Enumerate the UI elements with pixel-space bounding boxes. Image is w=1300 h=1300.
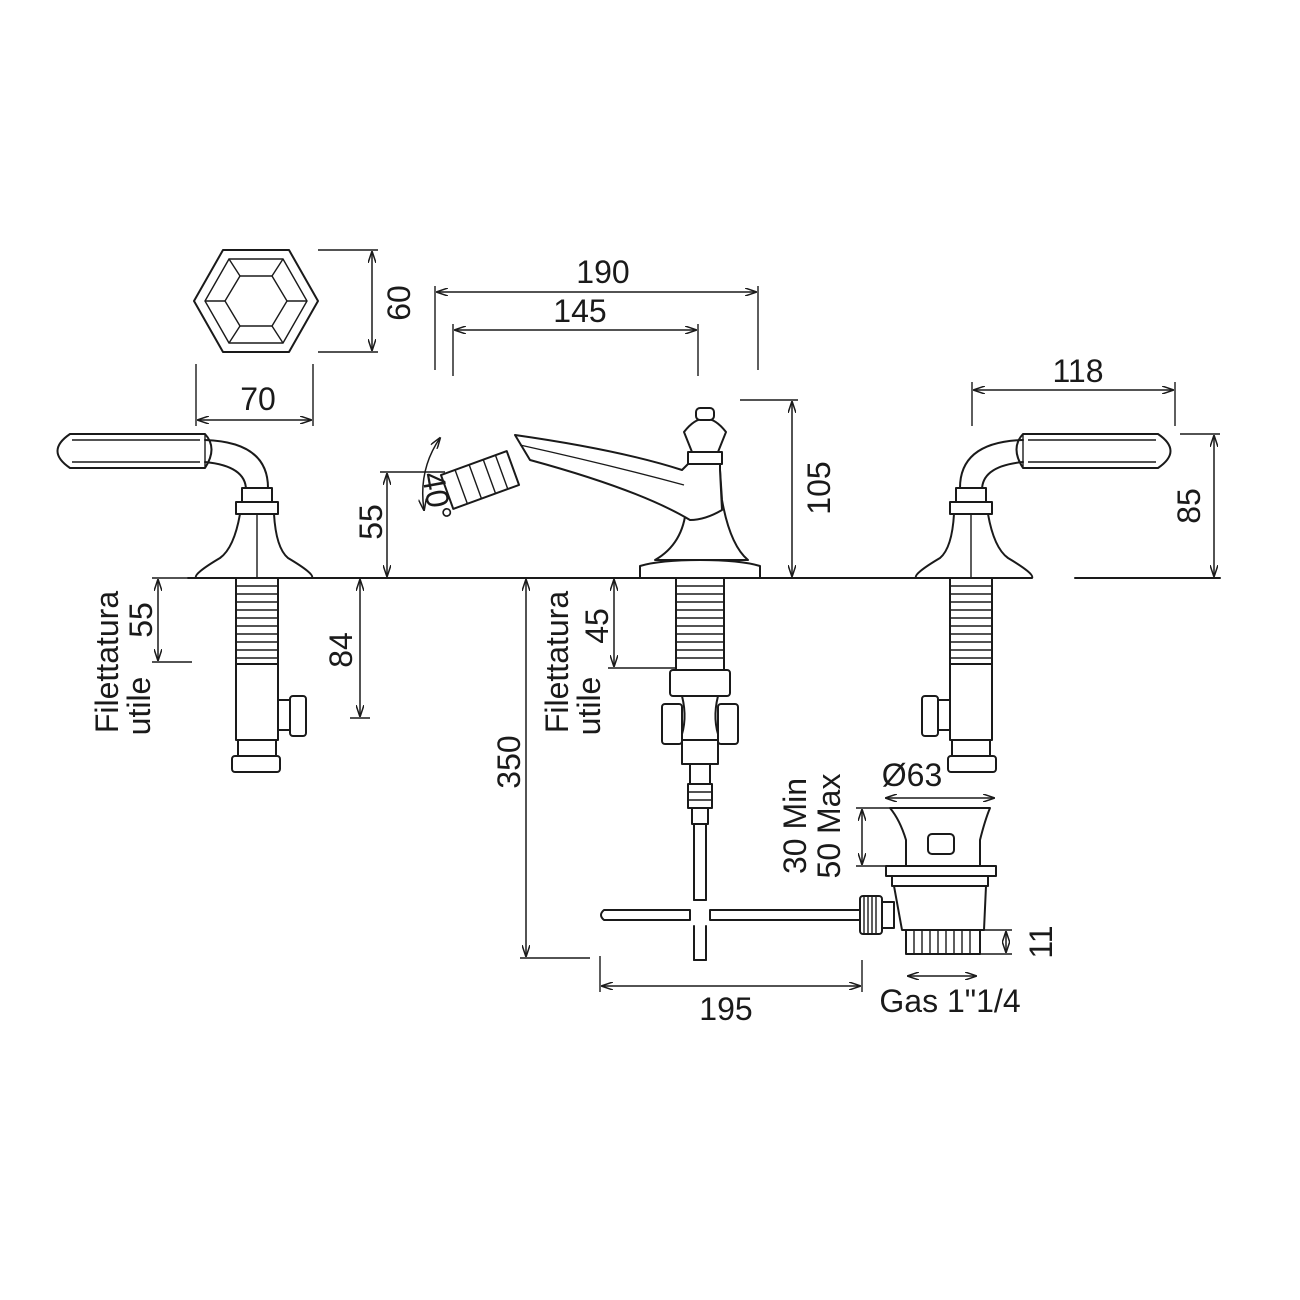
- dim-30-min: 30 Min: [777, 778, 813, 874]
- dim-11: 11: [1023, 925, 1059, 958]
- gas-label: Gas 1"1/4: [879, 983, 1020, 1019]
- dim-118: 118: [1052, 353, 1103, 389]
- left-valve: [56, 433, 314, 773]
- dim-350: 350: [491, 735, 527, 788]
- dim-45: 45: [579, 608, 615, 644]
- dimension-lines: [152, 249, 1220, 992]
- dim-diameter-63: Ø63: [882, 757, 942, 793]
- drain-assembly: [600, 807, 997, 955]
- thread-label-center-1: Filettatura: [539, 591, 575, 733]
- dimension-labels: 190 145 118 70 60 105 85 55 40° 55 84 45…: [89, 254, 1207, 1027]
- dim-105: 105: [801, 461, 837, 514]
- dim-84: 84: [323, 632, 359, 668]
- thread-label-left-2: utile: [121, 677, 157, 736]
- dim-40-degree: 40°: [415, 469, 459, 523]
- hexagon-knob-top-view: [193, 249, 319, 353]
- dim-190: 190: [576, 254, 629, 290]
- thread-label-left-1: Filettatura: [89, 591, 125, 733]
- dim-145: 145: [553, 293, 606, 329]
- dim-85: 85: [1171, 488, 1207, 524]
- dim-55-spout: 55: [353, 504, 389, 540]
- thread-label-center-2: utile: [571, 677, 607, 736]
- dim-60: 60: [381, 285, 417, 321]
- dim-70: 70: [240, 381, 276, 417]
- dim-195: 195: [699, 991, 752, 1027]
- right-valve: [914, 433, 1172, 773]
- dim-50-max: 50 Max: [811, 774, 847, 879]
- central-spout: [439, 407, 761, 961]
- dim-55-thread: 55: [123, 602, 159, 638]
